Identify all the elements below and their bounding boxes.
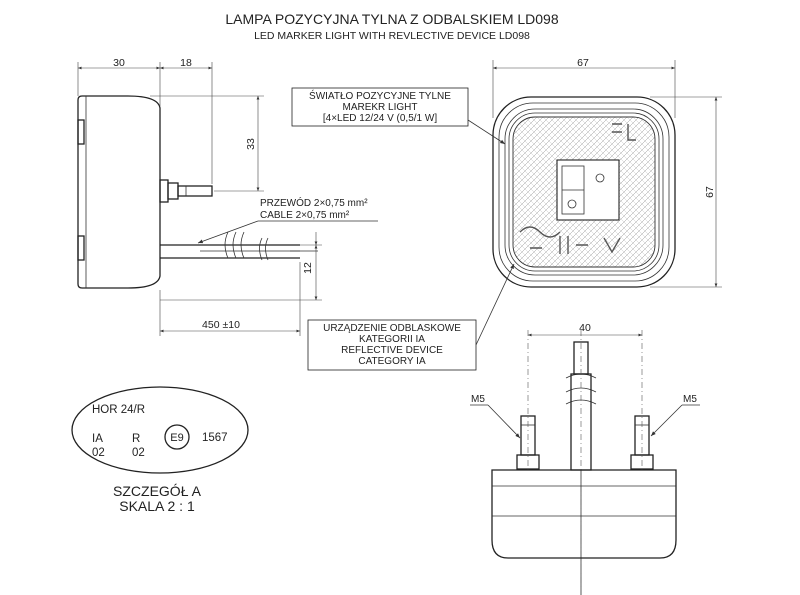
stud-label-left: M5 [471,394,485,405]
light-callout: ŚWIATŁO POZYCYJNE TYLNE MAREKR LIGHT [4×… [291,87,506,145]
dim-front-width: 67 [577,57,589,69]
dim-cable-length: 450 ±10 [202,319,240,331]
light-label-pl: ŚWIATŁO POZYCYJNE TYLNE [309,89,451,102]
detail-cat1-bottom: 02 [92,447,105,459]
reflector-label-pl-1: URZĄDZENIE ODBLASKOWE [323,323,461,334]
cable-label-en: CABLE 2×0,75 mm² [260,210,350,221]
detail-a: HOR 24/R IA 02 R 02 E9 1567 SZCZEGÓŁ A S… [71,386,249,514]
reflector-callout: URZĄDZENIE ODBLASKOWE KATEGORII IA REFLE… [307,263,515,371]
reflector-label-en-2: CATEGORY IA [358,356,426,367]
dim-front-height: 67 [704,186,716,198]
light-spec: [4×LED 12/24 V (0,5/1 W] [323,113,437,124]
detail-cat2-bottom: 02 [132,447,145,459]
approval-number: 1567 [202,432,228,444]
stud-label-right: M5 [683,394,697,405]
cable-callout: PRZEWÓD 2×0,75 mm² CABLE 2×0,75 mm² [197,196,378,244]
detail-cat2-top: R [132,433,140,445]
title-pl: LAMPA POZYCYJNA TYLNA Z ODBALSKIEM LD098 [225,11,558,27]
side-dimensions: 30 18 33 12 450 ±10 [77,57,322,336]
cable-label-pl: PRZEWÓD 2×0,75 mm² [260,196,368,209]
detail-caption-2: SKALA 2 : 1 [119,498,195,514]
title-en: LED MARKER LIGHT WITH REVLECTIVE DEVICE … [254,30,530,42]
bottom-view [491,330,677,595]
dim-stud-spacing: 40 [579,322,591,334]
approval-mark: E9 [170,432,183,444]
bottom-dimensions: 40 M5 M5 [470,322,700,439]
side-view [77,95,318,289]
dim-stud-length: 18 [180,57,192,69]
light-label-en: MAREKR LIGHT [342,102,417,113]
detail-mark: HOR 24/R [92,404,145,416]
reflector-label-en-1: REFLECTIVE DEVICE [341,345,443,356]
front-dimensions: 67 67 [492,57,722,288]
approval-circle [164,424,190,450]
front-view [492,96,676,288]
detail-caption-1: SZCZEGÓŁ A [113,483,202,499]
reflector-label-pl-2: KATEGORII IA [359,334,425,345]
dim-stud-height: 33 [245,138,257,150]
dim-side-depth: 30 [113,57,125,69]
dim-cable-offset: 12 [302,262,314,274]
detail-cat1-top: IA [92,433,103,445]
